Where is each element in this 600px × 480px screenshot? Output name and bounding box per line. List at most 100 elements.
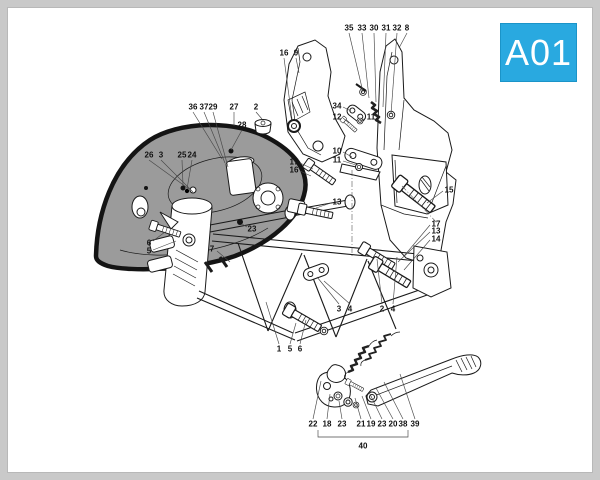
part-callout-2[interactable]: 2	[380, 305, 385, 314]
leader-line	[283, 57, 293, 120]
part-callout-23[interactable]: 23	[378, 420, 387, 429]
leader-line	[342, 160, 357, 166]
leader-line	[295, 57, 300, 74]
part-callout-32[interactable]: 32	[393, 24, 402, 33]
part-callout-17[interactable]: 17	[290, 158, 299, 167]
part-callout-11[interactable]: 11	[333, 156, 342, 165]
part-callout-23[interactable]: 23	[338, 420, 347, 429]
part-callout-13[interactable]: 13	[333, 198, 342, 207]
part-callout-39[interactable]: 39	[411, 420, 420, 429]
part-callout-15[interactable]: 15	[445, 186, 454, 195]
part-callout-16[interactable]: 16	[290, 166, 299, 175]
part-callout-36[interactable]: 36	[189, 103, 198, 112]
part-callout-4[interactable]: 4	[348, 305, 353, 314]
part-callout-4[interactable]: 4	[391, 305, 396, 314]
leader-line	[338, 400, 343, 420]
leader-line	[255, 111, 263, 120]
part-callout-28[interactable]: 28	[238, 121, 247, 130]
leader-line	[315, 202, 332, 209]
leader-line	[348, 32, 364, 93]
part-callout-5[interactable]: 5	[288, 345, 293, 354]
right-bracket-plate	[376, 38, 457, 267]
leader-line	[181, 159, 184, 186]
part-callout-26[interactable]: 26	[145, 151, 154, 160]
leader-line	[289, 322, 297, 345]
leader-line	[403, 224, 431, 257]
leader-line	[382, 32, 387, 108]
leader-line	[390, 32, 398, 115]
leader-line	[399, 373, 416, 420]
part-callout-5[interactable]: 5	[147, 247, 152, 256]
leader-line	[192, 111, 223, 160]
leader-line	[392, 256, 398, 305]
leader-line	[383, 381, 404, 420]
leader-line	[241, 223, 248, 228]
part-callout-17[interactable]: 17	[432, 220, 441, 229]
leader-line	[312, 380, 322, 420]
part-callout-3[interactable]: 3	[159, 151, 164, 160]
part-callout-31[interactable]: 31	[382, 24, 391, 33]
part-callout-7[interactable]: 7	[210, 245, 215, 254]
leader-line	[299, 319, 307, 345]
side-stand-assembly	[316, 331, 482, 409]
part-callout-16[interactable]: 16	[280, 49, 289, 58]
part-callout-3[interactable]: 3	[337, 305, 342, 314]
part-callout-6[interactable]: 6	[147, 239, 152, 248]
part-callout-2[interactable]: 2	[254, 103, 259, 112]
leader-line	[368, 391, 383, 420]
part-callout-12[interactable]: 12	[333, 113, 342, 122]
leader-line	[230, 129, 243, 151]
part-callout-13[interactable]: 13	[432, 227, 441, 236]
leader-line	[299, 162, 314, 170]
leader-line	[148, 159, 190, 190]
part-callout-9[interactable]: 9	[294, 49, 299, 58]
leader-line	[299, 170, 312, 177]
leader-line	[317, 430, 409, 438]
leader-line	[203, 111, 226, 164]
leader-line	[397, 231, 431, 263]
leader-line	[426, 190, 444, 204]
leader-line	[316, 276, 340, 305]
part-callout-21[interactable]: 21	[357, 420, 366, 429]
part-callout-18[interactable]: 18	[323, 420, 332, 429]
part-callout-8[interactable]: 8	[405, 24, 410, 33]
part-callout-23[interactable]: 23	[248, 225, 257, 234]
part-callout-37[interactable]: 37	[200, 103, 209, 112]
part-callout-14[interactable]: 14	[432, 235, 441, 244]
leader-line	[216, 250, 231, 263]
part-callout-22[interactable]: 22	[309, 420, 318, 429]
part-callout-10[interactable]: 10	[333, 147, 342, 156]
leader-line	[354, 397, 362, 420]
part-callout-24[interactable]: 24	[188, 151, 197, 160]
part-callout-6[interactable]: 6	[298, 345, 303, 354]
parts-diagram: 3533303132816934121110113637292728226325…	[93, 24, 482, 451]
leader-line	[375, 387, 394, 420]
leader-line	[265, 301, 280, 345]
part-callout-11[interactable]: 11	[367, 113, 376, 122]
part-callout-40[interactable]: 40	[359, 442, 368, 451]
leader-line	[342, 151, 353, 158]
part-callout-20[interactable]: 20	[389, 420, 398, 429]
diagram-code-badge[interactable]: A01	[500, 23, 577, 82]
leader-line	[186, 159, 193, 190]
part-callout-19[interactable]: 19	[367, 420, 376, 429]
part-callout-25[interactable]: 25	[178, 151, 187, 160]
part-callout-33[interactable]: 33	[358, 24, 367, 33]
left-bracket-plate	[283, 39, 346, 163]
leader-line	[152, 240, 177, 251]
leader-line	[376, 258, 383, 305]
leader-line	[373, 32, 377, 103]
leader-line	[398, 32, 408, 49]
leader-line	[323, 280, 351, 305]
part-callout-1[interactable]: 1	[277, 345, 282, 354]
fastener-bolts	[148, 157, 438, 336]
leader-line	[326, 393, 331, 420]
part-callout-30[interactable]: 30	[370, 24, 379, 33]
part-callout-29[interactable]: 29	[209, 103, 218, 112]
part-callout-38[interactable]: 38	[399, 420, 408, 429]
part-callout-35[interactable]: 35	[345, 24, 354, 33]
part-callout-34[interactable]: 34	[333, 102, 342, 111]
part-callout-27[interactable]: 27	[230, 103, 239, 112]
